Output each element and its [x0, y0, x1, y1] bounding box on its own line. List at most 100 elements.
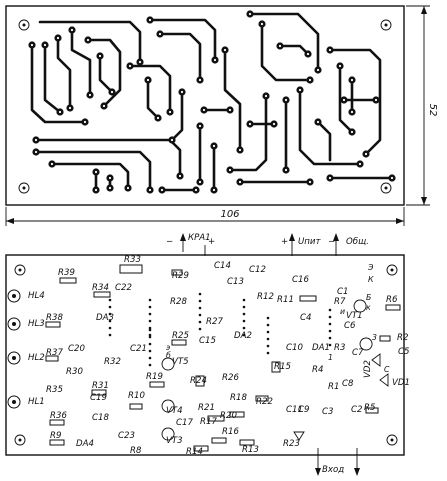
drill-hole: [88, 93, 92, 97]
component-body: [239, 439, 255, 446]
ic-pin: [266, 316, 270, 320]
drill-hole: [278, 44, 282, 48]
drill-hole: [198, 78, 202, 82]
label-vd2: VD2: [363, 360, 373, 378]
label-c9: C9: [298, 405, 309, 415]
drill-hole: [126, 186, 130, 190]
width-dimension-label: 106: [220, 209, 239, 220]
drill-hole: [148, 18, 152, 22]
drill-hole: [350, 110, 354, 114]
label-r26: R26: [222, 373, 239, 383]
ic-pin: [148, 328, 152, 332]
ic-pin: [148, 305, 152, 309]
drill-hole: [264, 94, 268, 98]
label-r7: R7: [334, 297, 346, 307]
drill-hole: [272, 122, 276, 126]
ic-pin: [148, 319, 152, 323]
supply-label: Uпит: [298, 237, 321, 247]
label-c17: C17: [176, 418, 193, 428]
pin-mark-k2: к: [366, 303, 371, 312]
drill-hole: [228, 168, 232, 172]
ic-pin: [328, 322, 332, 326]
label-r39: R39: [58, 268, 75, 278]
ic-pin: [242, 319, 246, 323]
mounting-holes-top: [18, 19, 392, 194]
label-r38: R38: [46, 313, 63, 323]
drill-hole: [180, 90, 184, 94]
drill-hole: [308, 180, 312, 184]
drill-hole: [260, 22, 264, 26]
label-r20: R20: [220, 411, 237, 421]
drill-hole: [342, 98, 346, 102]
ic-pin: [108, 312, 112, 316]
active-devices: [119, 264, 389, 441]
ic-pin: [148, 342, 152, 346]
drill-hole: [198, 124, 202, 128]
label-c8: C8: [342, 379, 354, 389]
label-c23: C23: [118, 431, 135, 441]
ic-pin: [266, 330, 270, 334]
drill-hole: [284, 98, 288, 102]
ic-pin: [242, 326, 246, 330]
height-dimension-label: 52: [427, 104, 438, 117]
pin-mark-k: К: [368, 275, 374, 284]
drill-hole: [213, 58, 217, 62]
drill-hole: [34, 150, 38, 154]
supply-plus-label: +: [281, 237, 288, 247]
label-r10: R10: [128, 391, 145, 401]
drill-hole: [178, 174, 182, 178]
component-body: [171, 269, 183, 276]
ic-pin: [242, 305, 246, 309]
component-body: [365, 407, 379, 414]
label-r5: R5: [364, 403, 375, 413]
ic-pin: [266, 323, 270, 327]
drill-hole: [110, 90, 114, 94]
label-c7: C7: [352, 348, 364, 358]
drill-hole: [308, 78, 312, 82]
label-r8: R8: [130, 446, 142, 456]
label-r35: R35: [46, 385, 63, 395]
component-body: [193, 445, 209, 452]
connection-kpa1: − КРА1 +: [166, 233, 215, 256]
component-bodies: [45, 265, 401, 452]
label-r22: R22: [256, 397, 273, 407]
kpa1-minus-label: −: [166, 237, 173, 247]
label-vd1: VD1: [392, 378, 410, 388]
drill-hole: [158, 32, 162, 36]
label-r32: R32: [104, 357, 121, 367]
drill-hole: [160, 188, 164, 192]
component-body: [49, 439, 65, 446]
label-r11: R11: [277, 295, 294, 305]
label-r3: R3: [334, 343, 345, 353]
drill-hole: [364, 152, 368, 156]
ic-pin: [266, 344, 270, 348]
drill-hole: [146, 78, 150, 82]
component-body: [379, 335, 391, 342]
label-da4: DA4: [76, 439, 94, 449]
drill-hole: [138, 60, 142, 64]
ic-pin: [328, 343, 332, 347]
drill-hole: [56, 36, 60, 40]
drill-hole: [108, 186, 112, 190]
board-outline-bottom: [5, 254, 405, 456]
board-outline-top: [5, 5, 405, 206]
label-r2: R2: [397, 333, 408, 343]
label-hl3: HL3: [28, 319, 45, 329]
drill-hole: [298, 88, 302, 92]
pin-mark-s: С: [384, 365, 390, 374]
component-pads: [108, 292, 332, 367]
component-body: [45, 355, 59, 362]
component-body: [255, 395, 269, 402]
ic-pin: [266, 337, 270, 341]
drill-hole: [86, 38, 90, 42]
copper-pads: [28, 10, 396, 194]
label-hl4: HL4: [28, 291, 45, 301]
component-body: [91, 389, 107, 396]
drill-hole: [350, 78, 354, 82]
dimension-width: 106: [5, 207, 405, 226]
drill-hole: [390, 176, 394, 180]
supply-minus-label: −: [328, 237, 335, 247]
label-r33: R33: [124, 255, 141, 265]
ic-pin: [198, 306, 202, 310]
drill-hole: [223, 48, 227, 52]
